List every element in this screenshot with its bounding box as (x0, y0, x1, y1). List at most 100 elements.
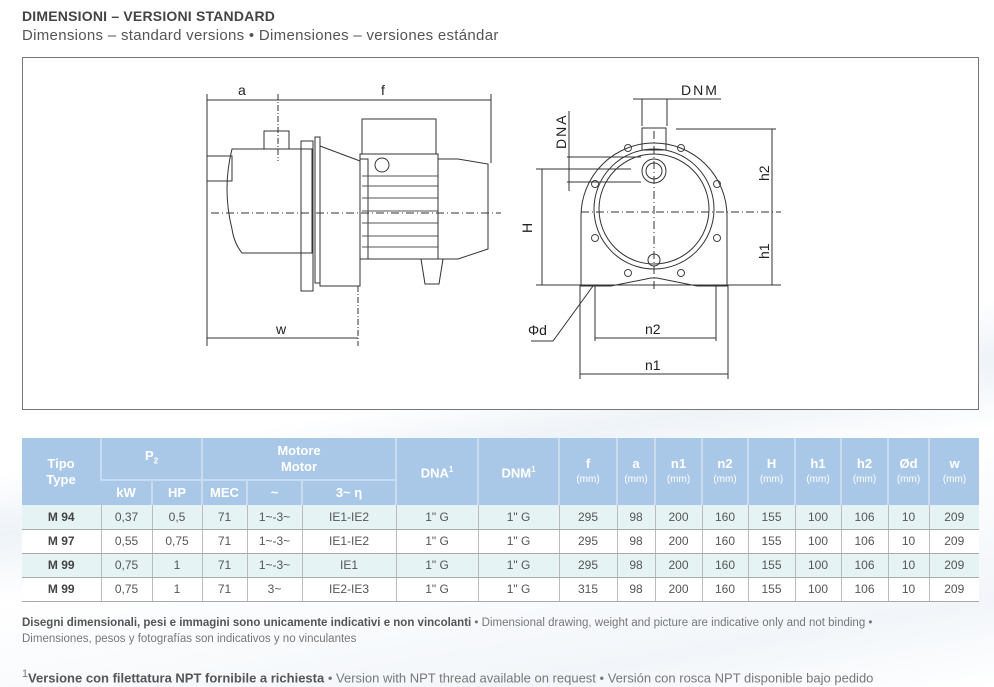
table-cell: 71 (201, 529, 247, 554)
table-cell: IE1 (301, 553, 397, 578)
pump-front-view: DNM DNA H h2 h1 Φd n2 n1 (519, 82, 781, 379)
table-cell: 155 (747, 505, 796, 530)
model-cell: M 99 (22, 577, 101, 602)
table-cell: 209 (928, 553, 980, 578)
table-cell: 1" G (477, 553, 560, 578)
page-title: DIMENSIONI – VERSIONI STANDARD (22, 8, 276, 24)
table-cell: 209 (928, 505, 980, 530)
header-dim-d: Ød(mm) (887, 438, 930, 505)
header-kw: kW (101, 479, 152, 505)
footnote: 1Versione con filettatura NPT fornibile … (22, 668, 874, 686)
table-cell: 1~-3~ (246, 505, 302, 530)
table-cell: 10 (887, 505, 930, 530)
table-cell: 295 (558, 529, 618, 554)
header-dim-w: w(mm) (928, 438, 980, 505)
pump-drawing: a f w DNM DNA H h2 h1 Φd n2 n1 (206, 82, 781, 379)
table-cell: 200 (654, 577, 703, 602)
table-cell: 1 (151, 577, 202, 602)
table-cell: IE1-IE2 (301, 529, 397, 554)
model-cell: M 99 (22, 553, 101, 578)
header-dna: DNA1 (395, 438, 479, 505)
dim-label-f: f (381, 82, 385, 98)
table-cell: 1 (151, 553, 202, 578)
table-cell: 71 (201, 553, 247, 578)
dim-label-h2: h2 (756, 165, 772, 181)
dim-label-h1: h1 (756, 243, 772, 259)
table-cell: 295 (558, 505, 618, 530)
dim-label-a: a (238, 82, 246, 98)
table-cell: 106 (840, 577, 889, 602)
table-cell: 1" G (395, 577, 479, 602)
table-cell: 98 (616, 577, 656, 602)
table-cell: 155 (747, 577, 796, 602)
table-cell: 3~ (246, 577, 302, 602)
disclaimer-line-1: Disegni dimensionali, pesi e immagini so… (22, 617, 873, 629)
dim-label-dnm: DNM (681, 82, 719, 98)
table-cell: 1~-3~ (246, 553, 302, 578)
table-cell: 106 (840, 529, 889, 554)
table-cell: 155 (747, 553, 796, 578)
table-cell: 100 (794, 577, 842, 602)
dim-label-h: H (519, 223, 535, 233)
table-cell: 10 (887, 529, 930, 554)
table-cell: 100 (794, 529, 842, 554)
header-efficiency: 3~ η (300, 479, 397, 505)
table-cell: 0,75 (100, 553, 152, 578)
header-p2: P2 (100, 438, 202, 480)
table-cell: 106 (840, 505, 889, 530)
table-cell: 209 (928, 577, 980, 602)
model-cell: M 94 (22, 505, 101, 530)
table-cell: 160 (701, 577, 749, 602)
header-dim-h1: h1(mm) (794, 438, 842, 505)
dim-label-dna: DNA (553, 113, 569, 149)
header-phase: ~ (246, 479, 302, 505)
table-cell: 10 (887, 577, 930, 602)
table-cell: 0,5 (151, 505, 202, 530)
table-cell: 0,75 (100, 577, 152, 602)
disclaimer-line-2: Dimensiones, pesos y fotografías son ind… (22, 633, 357, 645)
table-cell: IE2-IE3 (301, 577, 397, 602)
table-cell: 0,75 (151, 529, 202, 554)
header-dim-h: H(mm) (747, 438, 796, 505)
table-cell: 160 (701, 553, 749, 578)
header-dim-n2: n2(mm) (701, 438, 749, 505)
dim-label-w: w (275, 321, 287, 337)
page-subtitle: Dimensions – standard versions • Dimensi… (22, 27, 499, 44)
table-cell: 71 (201, 505, 247, 530)
table-cell: 1" G (395, 553, 479, 578)
table-cell: 1" G (395, 529, 479, 554)
table-cell: IE1-IE2 (301, 505, 397, 530)
table-cell: 98 (616, 553, 656, 578)
table-cell: 100 (794, 553, 842, 578)
pump-side-view: a f w (206, 82, 501, 346)
table-cell: 155 (747, 529, 796, 554)
table-cell: 71 (201, 577, 247, 602)
header-dnm: DNM1 (477, 438, 560, 505)
header-dim-n1: n1(mm) (654, 438, 703, 505)
table-cell: 209 (928, 529, 980, 554)
table-cell: 1" G (477, 505, 560, 530)
header-dim-h2: h2(mm) (840, 438, 889, 505)
table-cell: 98 (616, 505, 656, 530)
table-cell: 0,55 (100, 529, 152, 554)
table-cell: 1" G (477, 529, 560, 554)
dimension-drawing: a f w DNM DNA H h2 h1 Φd n2 n1 (22, 57, 979, 410)
table-cell: 1~-3~ (246, 529, 302, 554)
table-cell: 160 (701, 529, 749, 554)
table-cell: 315 (558, 577, 618, 602)
table-cell: 295 (558, 553, 618, 578)
table-cell: 10 (887, 553, 930, 578)
table-cell: 106 (840, 553, 889, 578)
header-dim-a: a(mm) (616, 438, 656, 505)
dim-label-n2: n2 (645, 321, 661, 337)
table-cell: 160 (701, 505, 749, 530)
table-cell: 0,37 (100, 505, 152, 530)
